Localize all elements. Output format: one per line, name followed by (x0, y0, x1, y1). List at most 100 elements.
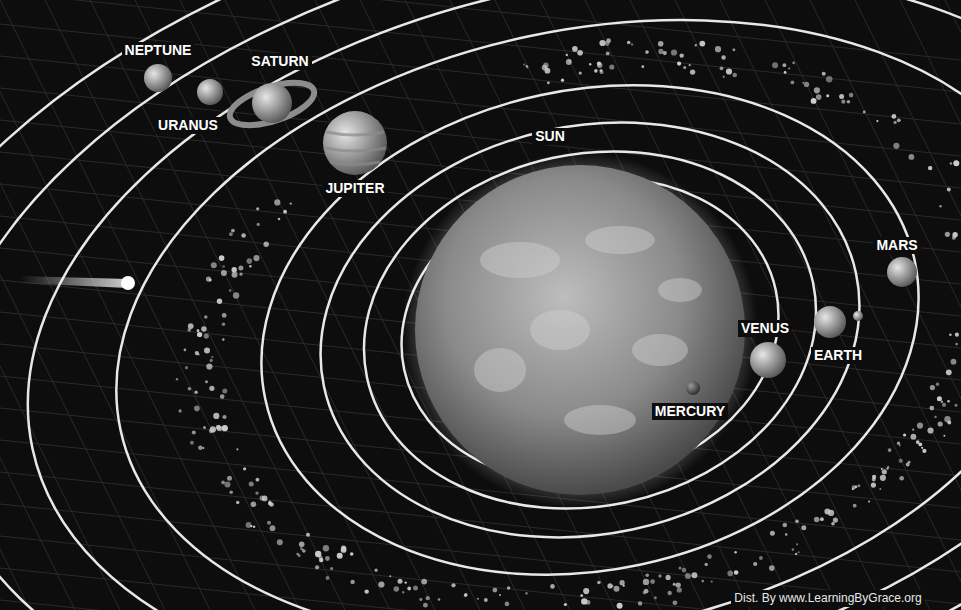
asteroid (946, 369, 952, 375)
asteroid (330, 567, 333, 570)
asteroid (464, 593, 467, 596)
asteroid (290, 202, 292, 204)
asteroid (947, 400, 950, 403)
asteroid (802, 82, 804, 84)
asteroid (210, 359, 213, 362)
asteroid (691, 572, 697, 578)
asteroid (631, 43, 633, 45)
asteroid (912, 429, 914, 431)
asteroid (936, 383, 939, 386)
asteroid (264, 242, 269, 247)
asteroid (822, 72, 826, 76)
asteroid (947, 188, 951, 192)
asteroid (241, 233, 246, 238)
asteroid (236, 501, 239, 504)
asteroid (833, 518, 838, 523)
asteroid (921, 447, 923, 449)
asteroid (928, 166, 932, 170)
asteroid (217, 299, 222, 304)
asteroid (798, 551, 800, 553)
asteroid (820, 517, 824, 521)
asteroid (243, 467, 246, 470)
asteroid (945, 232, 950, 237)
asteroid (826, 94, 829, 97)
asteroid (951, 359, 957, 365)
asteroid (323, 545, 329, 551)
asteroid (853, 504, 857, 508)
asteroid (671, 49, 677, 55)
asteroid (783, 523, 788, 528)
asteroid (849, 93, 854, 98)
asteroid (673, 583, 676, 586)
asteroid (283, 210, 287, 214)
asteroid (917, 423, 923, 429)
asteroid (477, 598, 479, 600)
asteroid (792, 548, 795, 551)
asteroid (274, 199, 280, 205)
asteroid (319, 558, 323, 562)
asteroid (545, 68, 551, 74)
asteroid (695, 44, 697, 46)
asteroid (892, 114, 897, 119)
asteroid (192, 431, 196, 435)
planet-label: URANUS (155, 117, 221, 134)
asteroid (566, 54, 568, 56)
asteroid (770, 531, 775, 536)
watermark: Dist. By www.LearningByGrace.org (731, 590, 924, 607)
asteroid (882, 469, 887, 474)
asteroid (955, 404, 958, 407)
asteroid (204, 315, 208, 319)
asteroid (643, 579, 649, 585)
asteroid (179, 409, 182, 412)
asteroid (702, 580, 705, 583)
asteroid (236, 448, 238, 450)
asteroid (188, 323, 194, 329)
asteroid (611, 585, 613, 587)
asteroid (239, 273, 242, 276)
asteroid (550, 584, 555, 589)
asteroid (525, 592, 528, 595)
asteroid (930, 385, 935, 390)
asteroid (676, 582, 681, 587)
asteroid (579, 72, 582, 75)
asteroid (221, 481, 225, 485)
asteroid (879, 488, 881, 490)
asteroid (253, 255, 259, 261)
asteroid (197, 329, 200, 332)
planet-label: NEPTUNE (122, 42, 195, 59)
asteroid (229, 491, 233, 495)
asteroid (233, 292, 239, 298)
asteroid (734, 551, 737, 554)
asteroid (204, 334, 209, 339)
asteroid (788, 67, 790, 69)
asteroid (916, 440, 920, 444)
asteroid (707, 554, 712, 559)
asteroid (227, 476, 232, 481)
asteroid (607, 583, 612, 588)
asteroid (198, 446, 203, 451)
asteroid (847, 100, 851, 104)
asteroid (222, 425, 228, 431)
sun-glow (402, 152, 758, 508)
asteroid (952, 232, 957, 237)
asteroid (438, 598, 441, 601)
asteroid (195, 351, 199, 355)
asteroid (277, 539, 283, 545)
asteroid (302, 549, 306, 553)
asteroid (301, 549, 303, 551)
asteroid (894, 121, 897, 124)
asteroid (256, 207, 259, 210)
asteroid (753, 562, 757, 566)
asteroid (219, 255, 225, 261)
asteroid (507, 586, 511, 590)
asteroid (184, 349, 187, 352)
asteroid (217, 426, 222, 431)
asteroid (938, 421, 943, 426)
asteroid (232, 272, 238, 278)
asteroid (203, 426, 206, 429)
planet-label: JUPITER (322, 180, 387, 197)
asteroid (572, 46, 578, 52)
asteroid (785, 533, 787, 535)
